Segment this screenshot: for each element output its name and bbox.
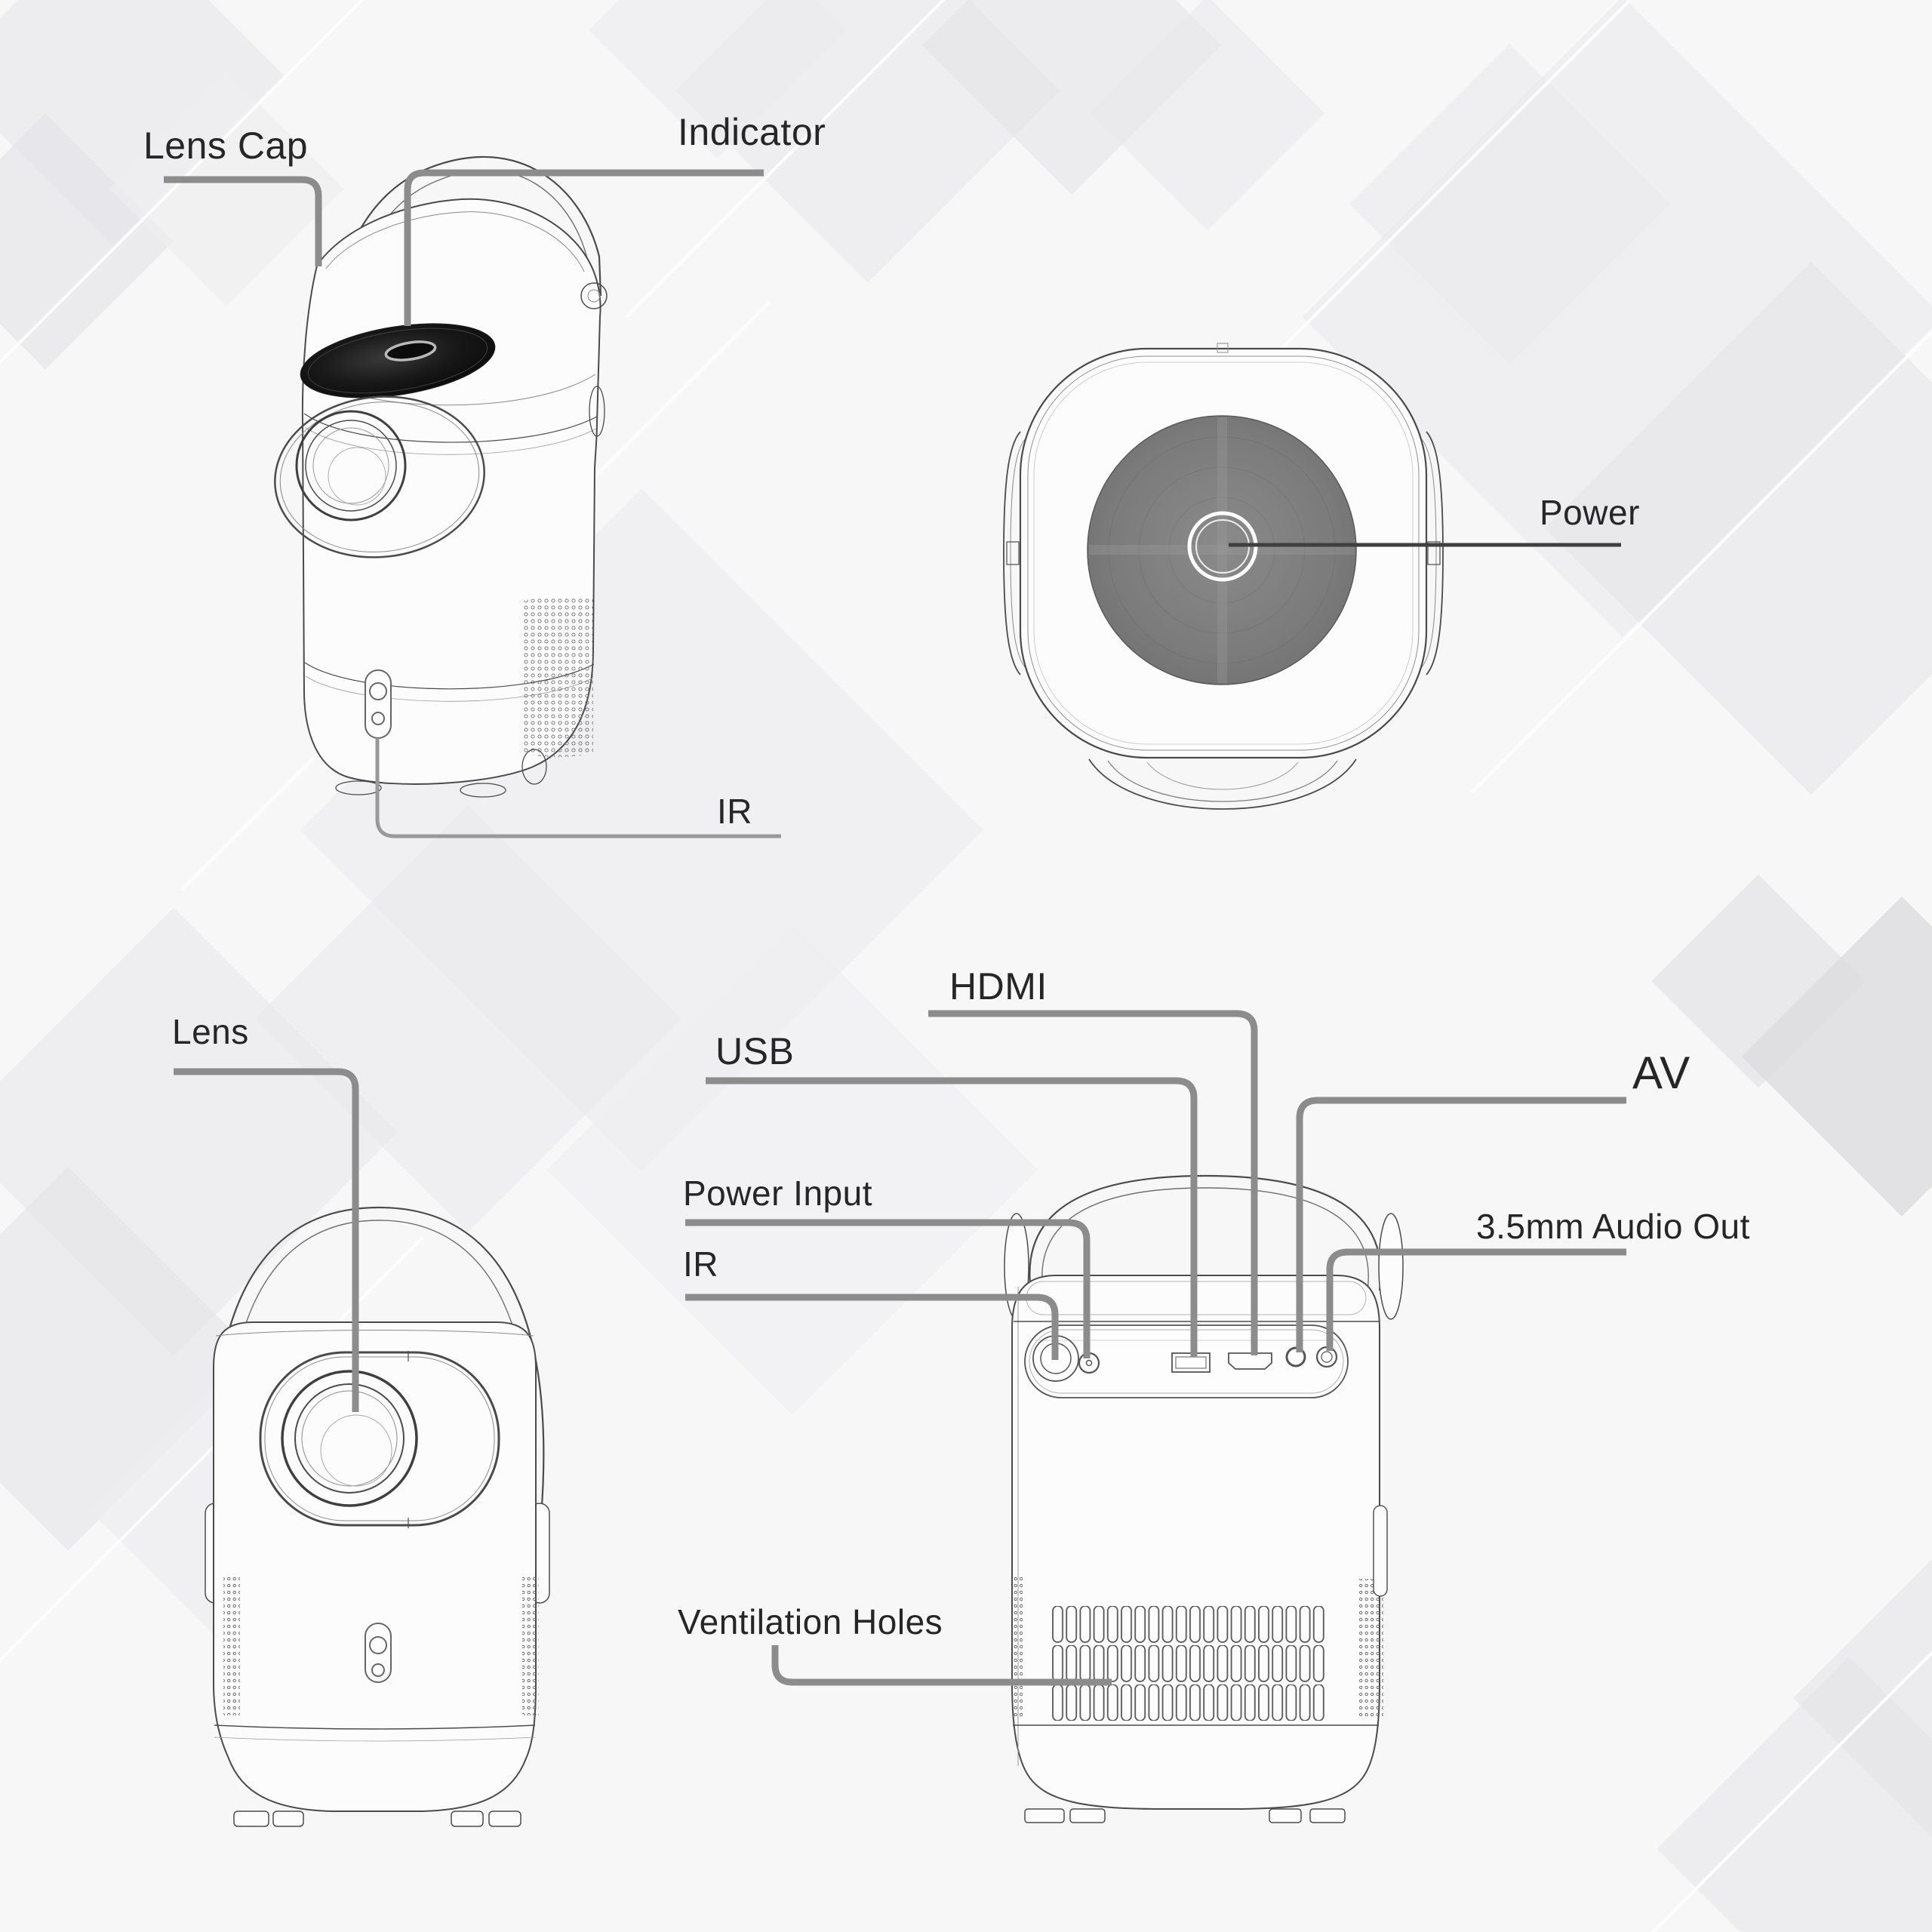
front-lens-bezel [259,1351,500,1527]
label-hdmi: HDMI [949,965,1048,1008]
lens-leader-line [174,1068,359,1412]
power-input-leader-line [685,1219,1091,1358]
perspective-view-drawing [274,155,608,798]
indicator-leader-line [404,169,764,326]
label-av: AV [1632,1048,1690,1098]
rear-side-vent-left [1014,1574,1023,1717]
label-usb: USB [715,1030,795,1072]
av-leader-line [1296,1097,1626,1352]
label-indicator: Indicator [678,111,826,153]
audio-out-leader-line [1326,1248,1626,1351]
projector-front-body [213,1321,537,1812]
label-power-input: Power Input [683,1174,872,1213]
lens-cap-leader-line [164,176,322,266]
front-side-vent-right [522,1574,539,1715]
top-speaker-disc [1087,415,1357,685]
hdmi-port-drawing [1228,1352,1272,1370]
label-lens-cap: Lens Cap [143,125,309,167]
label-ir-rear: IR [683,1244,718,1284]
label-ir-front: IR [717,792,752,831]
rear-handle-drawing [1029,1174,1382,1291]
indicator-ring-drawing [384,340,437,361]
rear-view-drawing [1004,1174,1404,1823]
label-audio-out: 3.5mm Audio Out [1476,1207,1750,1246]
front-side-vent-left [223,1574,240,1715]
front-ir-sensor-drawing [365,1623,392,1683]
av-jack-drawing [1285,1346,1306,1367]
top-view-drawing [1003,343,1444,810]
label-ventilation: Ventilation Holes [678,1602,943,1641]
label-power: Power [1540,493,1640,532]
lens-drawing [281,1370,418,1507]
leader-lines [164,169,1626,1686]
usb-leader-line [706,1077,1198,1357]
vent-grid-drawing [1051,1606,1326,1721]
ir-front-leader-line [375,738,781,838]
hdmi-leader-line [928,1010,1258,1355]
label-lens: Lens [172,1012,249,1051]
ports-recess [1024,1324,1349,1398]
lens-cap-drawing [295,410,407,521]
ventilation-leader-line [771,1645,1112,1686]
lens-bezel-drawing [274,395,485,558]
side-vent-dots [522,595,593,758]
ir-rear-leader-line [685,1294,1059,1360]
rear-side-vent-right [1358,1579,1383,1716]
front-view-drawing [205,1206,550,1827]
ir-sensor-drawing [365,669,392,739]
